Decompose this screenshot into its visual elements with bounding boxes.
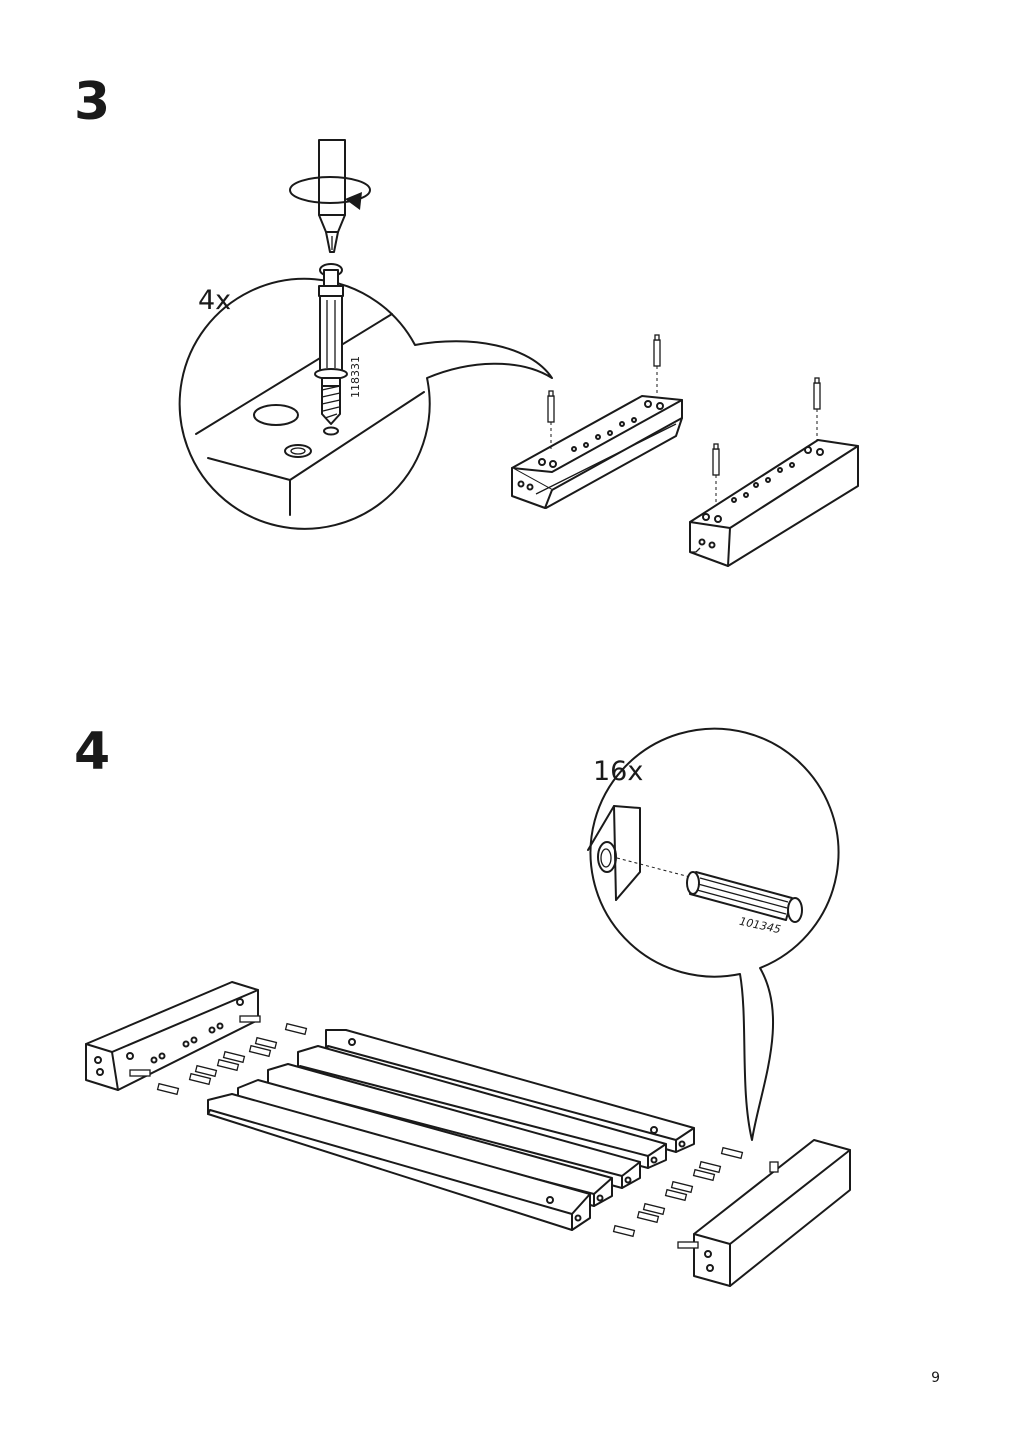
step-3-part-number: 118331 (349, 356, 362, 398)
cam-bolt-icon (712, 443, 720, 505)
page-number: 9 (931, 1370, 940, 1386)
step-3-quantity: 4x (198, 285, 232, 316)
wooden-dowel-icon (686, 871, 803, 923)
step-4-number: 4 (74, 722, 111, 782)
step-4-illustration (85, 727, 851, 1287)
step-4-quantity: 16x (593, 756, 644, 787)
rail-left (511, 334, 683, 509)
end-block-right (677, 1139, 851, 1287)
dowels-left (156, 1022, 308, 1096)
slat-5 (207, 1093, 591, 1231)
dowels-right (612, 1146, 744, 1238)
rotate-clockwise-icon (289, 176, 371, 210)
detail-circle-cam-bolt (178, 263, 553, 530)
step-3-number: 3 (74, 72, 111, 132)
detail-circle-dowel (587, 727, 840, 1141)
cam-bolt-icon (314, 263, 348, 425)
cam-bolt-icon (813, 377, 821, 440)
screwdriver-icon (318, 139, 346, 253)
rail-right (689, 377, 859, 567)
cam-bolt-icon (547, 390, 555, 450)
cam-bolt-icon (653, 334, 661, 394)
end-block-left (85, 981, 261, 1091)
step-3-illustration (178, 139, 859, 567)
